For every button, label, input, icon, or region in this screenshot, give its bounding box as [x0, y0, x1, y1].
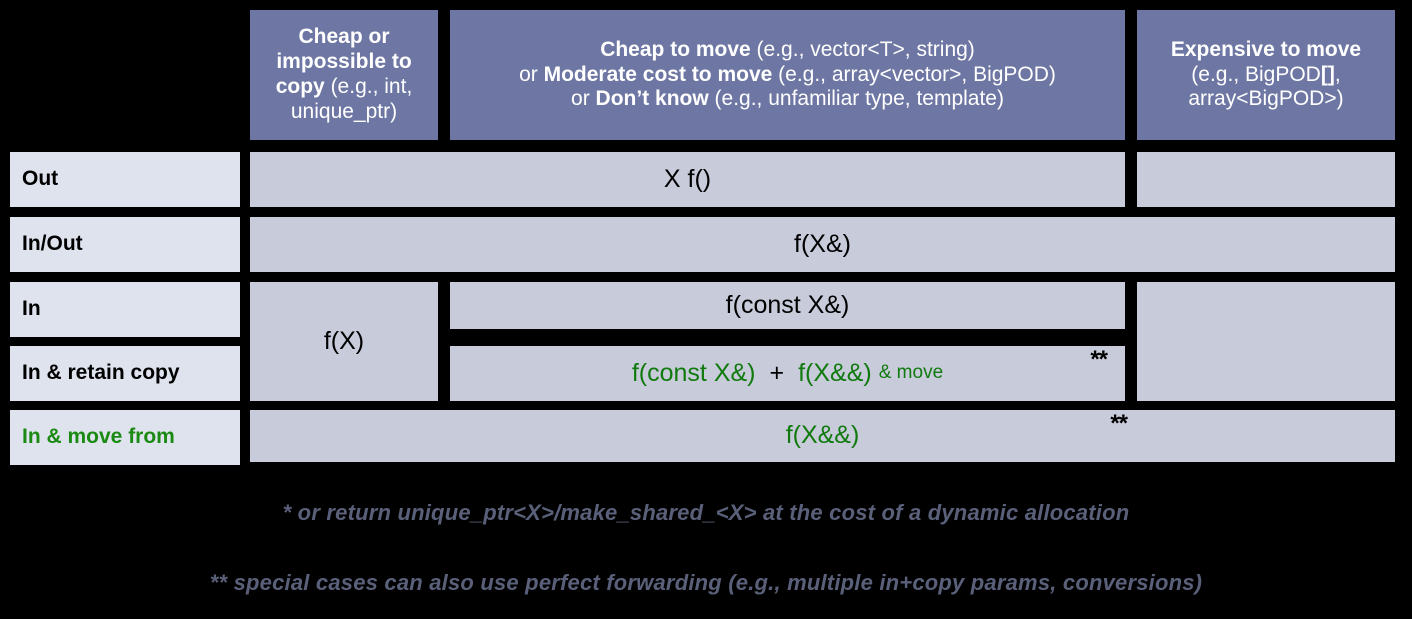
cell-out-wide: X f() [250, 152, 1125, 207]
cell-in-middle: f(const X&) [450, 282, 1125, 329]
cell-in-retain-copy-footnote-marker: ** [1090, 346, 1108, 373]
footnote-single-star-text: * or return unique_ptr<X>/make_shared_<X… [282, 500, 1130, 525]
row-label-in-text: In [22, 297, 41, 321]
cell-in-retain-copy-expr-b: f(X&&) [798, 358, 872, 387]
cell-in-cheap-copy: f(X) [250, 282, 438, 401]
cell-in-out-full-text: f(X&) [794, 229, 851, 258]
row-label-in-retain-copy-text: In & retain copy [22, 361, 180, 385]
cell-in-move-from-text: f(X&&) [785, 421, 860, 450]
cell-in-move-from-footnote-marker: ** [1110, 410, 1128, 437]
cell-out-wide-text: X f() [663, 164, 712, 193]
footnote-double-star-text: ** special cases can also use perfect fo… [209, 570, 1203, 595]
cell-in-retain-copy-plus: + [769, 358, 785, 387]
cell-in-retain-copy-expr-b-suffix: & move [878, 362, 944, 384]
column-header-cheap-to-move-text: Cheap to move (e.g., vector<T>, string) … [519, 37, 1056, 111]
row-label-in-out-text: In/Out [22, 232, 83, 256]
row-label-in-move-from-text: In & move from [22, 425, 175, 449]
column-header-expensive-to-move-text: Expensive to move(e.g., BigPOD[],array<B… [1170, 37, 1362, 111]
cell-in-retain-copy-expr-a: f(const X&) [631, 358, 756, 387]
cell-in-retain-copy: f(const X&) + f(X&&) & move ** [450, 346, 1125, 401]
cell-in-cheap-copy-text: f(X) [323, 326, 365, 355]
row-label-out: Out [10, 152, 240, 207]
cell-in-out-full: f(X&) [250, 217, 1395, 272]
corner-block [10, 10, 240, 140]
row-label-in-retain-copy: In & retain copy [10, 346, 240, 401]
row-label-in-move-from: In & move from [10, 410, 240, 465]
row-label-out-text: Out [22, 167, 59, 191]
cell-out-expensive [1137, 152, 1395, 207]
row-label-in-out: In/Out [10, 217, 240, 272]
footnote-double-star: ** special cases can also use perfect fo… [0, 570, 1412, 596]
footnote-single-star: * or return unique_ptr<X>/make_shared_<X… [0, 500, 1412, 526]
column-header-expensive-to-move: Expensive to move(e.g., BigPOD[],array<B… [1137, 10, 1395, 140]
row-label-in: In [10, 282, 240, 337]
column-header-cheap-to-move: Cheap to move (e.g., vector<T>, string) … [450, 10, 1125, 140]
cell-in-expensive [1137, 282, 1395, 401]
cell-in-middle-text: f(const X&) [725, 290, 850, 319]
cell-in-move-from: f(X&&) ** [250, 410, 1395, 462]
